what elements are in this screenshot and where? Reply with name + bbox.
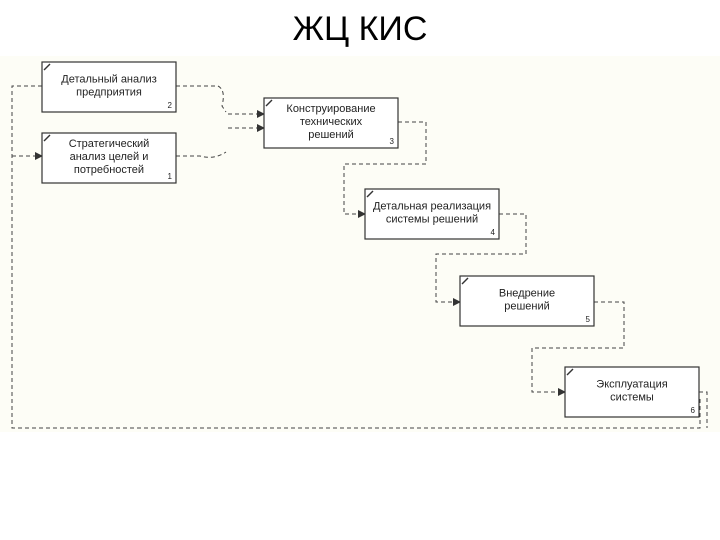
flow-connector [343, 121, 427, 218]
activity-box-label: анализ целей и [70, 151, 149, 163]
activity-box-label: решений [308, 129, 354, 141]
activity-box-number: 1 [168, 172, 173, 181]
activity-box-label: системы [610, 392, 654, 404]
activity-box-frame [263, 97, 399, 149]
activity-box-frame [364, 188, 500, 240]
activity-box-frame [564, 366, 700, 418]
activity-box-label: технических [300, 116, 363, 128]
flow-connector [11, 85, 701, 429]
activity-box-label: Детальная реализация [373, 201, 491, 213]
activity-box-label: системы решений [386, 214, 478, 226]
activity-box-label: Детальный анализ [61, 74, 156, 86]
corner-mark-icon [461, 277, 469, 285]
activity-box-label: решений [504, 301, 550, 313]
activity-box-number: 5 [586, 315, 591, 324]
flow-connector [176, 85, 227, 113]
activity-box-label: Внедрение [499, 288, 555, 300]
activity-box-label: потребностей [74, 164, 144, 176]
activity-box-label: предприятия [76, 87, 142, 99]
corner-mark-icon [43, 134, 51, 142]
activity-box-label: Конструирование [286, 103, 375, 115]
corner-mark-icon [265, 99, 273, 107]
activity-box-frame [41, 132, 177, 184]
connector-lines [11, 85, 708, 429]
corner-mark-icon [43, 63, 51, 71]
activity-box-label: Стратегический [69, 138, 150, 150]
activity-box-frame [41, 61, 177, 113]
activity-box-number: 6 [691, 406, 696, 415]
flow-connector [531, 301, 625, 396]
corner-mark-icon [566, 368, 574, 376]
activity-box-number: 3 [390, 137, 395, 146]
flow-connector [699, 391, 708, 428]
flow-connector [435, 213, 527, 306]
corner-mark-icon [366, 190, 374, 198]
activity-box-frame [459, 275, 595, 327]
activity-box-label: Эксплуатация [596, 379, 667, 391]
activity-box-number: 4 [491, 228, 496, 237]
activity-box-number: 2 [168, 101, 173, 110]
flow-connector [176, 151, 227, 158]
slide-title: ЖЦ КИС [292, 10, 428, 48]
